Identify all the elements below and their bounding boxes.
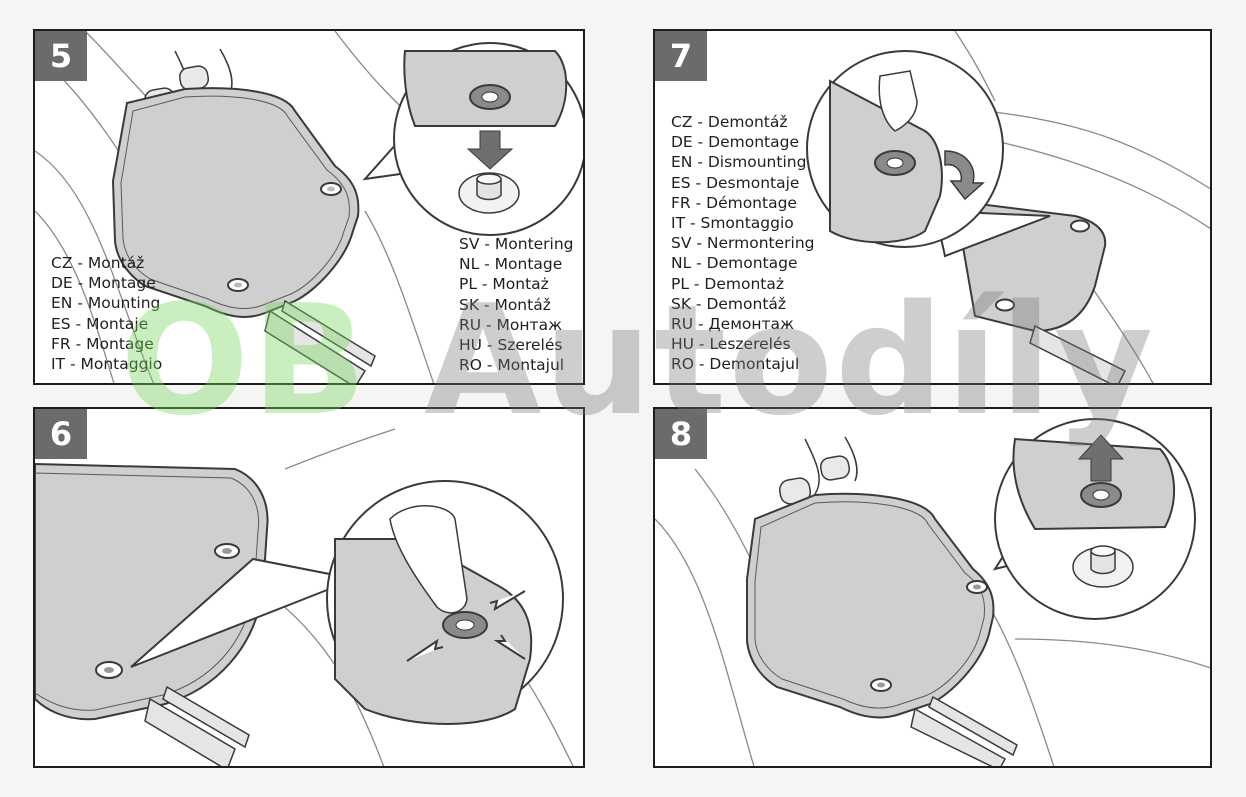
language-label: RO - Montajul <box>459 356 565 375</box>
language-label: CZ - Montáž <box>51 254 145 272</box>
language-label: DE - Demontage <box>671 133 800 152</box>
language-label: HU - Szerelés <box>459 336 563 355</box>
floor-mat <box>111 87 360 318</box>
step-8-panel: 8 <box>653 407 1212 768</box>
language-label: FR - Démontage <box>671 193 797 212</box>
language-label: ES - Desmontaje <box>671 173 800 192</box>
language-label: RU - Демонтаж <box>671 315 795 334</box>
language-label: CZ - Demontáž <box>671 113 788 131</box>
language-label: PL - Montaż <box>459 275 549 294</box>
language-label: SV - Montering <box>459 235 574 253</box>
step-7-panel: 7 CZ - Demontáž DE - Demontage EN - Dism… <box>653 29 1212 385</box>
language-label: ES - Montaje <box>51 314 149 333</box>
press-fastener-illustration <box>35 428 574 766</box>
step-number-badge: 6 <box>35 409 87 459</box>
language-label: PL - Demontaż <box>671 274 785 293</box>
language-label: IT - Smontaggio <box>671 214 794 233</box>
step-number-badge: 5 <box>35 31 87 81</box>
language-label: SK - Montáž <box>459 295 551 314</box>
dismounting-illustration <box>806 31 1210 383</box>
step-number-badge: 7 <box>655 31 707 81</box>
step-5-panel: 5 <box>33 29 585 385</box>
step-6-panel: 6 <box>33 407 585 768</box>
dismounting-labels: CZ - Demontáž DE - Demontage EN - Dismou… <box>671 112 814 375</box>
language-label: EN - Mounting <box>51 294 161 313</box>
language-label: FR - Montage <box>51 334 154 353</box>
mounting-labels-right: SV - Montering NL - Montage PL - Montaż … <box>459 234 574 375</box>
step-number-badge: 8 <box>655 409 707 459</box>
language-label: HU - Leszerelés <box>671 335 791 354</box>
mounting-illustration <box>35 31 583 383</box>
language-label: RO - Demontajul <box>671 355 800 374</box>
mounting-labels-left: CZ - Montáž DE - Montage EN - Mounting E… <box>51 253 162 374</box>
language-label: NL - Demontage <box>671 254 798 273</box>
language-label: SK - Demontáž <box>671 294 787 313</box>
lift-mat-illustration <box>655 418 1210 766</box>
language-label: IT - Montaggio <box>51 355 163 374</box>
language-label: EN - Dismounting <box>671 153 807 172</box>
language-label: NL - Montage <box>459 255 563 274</box>
language-label: RU - Монтаж <box>459 315 563 334</box>
language-label: SV - Nermontering <box>671 234 815 253</box>
floor-mat <box>746 492 995 719</box>
language-label: DE - Montage <box>51 274 156 293</box>
